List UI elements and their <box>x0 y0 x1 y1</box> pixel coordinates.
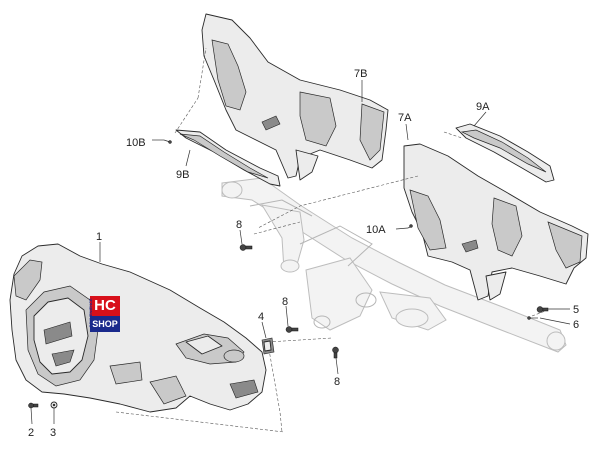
hc-shop-logo: HC SHOP CONVENIENCE <box>86 296 120 332</box>
leader-lines <box>30 80 571 425</box>
screw-8-upper <box>239 244 253 251</box>
callout-labels: 1 2 3 4 5 6 7A 7B 8 8 8 9A 9B 10A 10B <box>28 68 579 439</box>
handlebar-cover-1 <box>9 243 267 413</box>
callout-7a: 7A <box>398 112 412 124</box>
rear-cover-7b <box>201 13 389 181</box>
handlebar-frame-ghost <box>221 177 567 353</box>
trim-strip-9b <box>175 129 281 187</box>
callout-5: 5 <box>573 304 579 316</box>
washer-3 <box>50 401 58 409</box>
callout-8-lower: 8 <box>334 376 340 388</box>
trim-strip-9a <box>455 123 555 183</box>
callout-8-upper: 8 <box>236 219 242 231</box>
callout-6: 6 <box>573 319 579 331</box>
logo-hc-text: HC <box>90 296 120 316</box>
logo-side-text: CONVENIENCE <box>88 298 93 328</box>
callout-9a: 9A <box>476 101 490 113</box>
clip-nut-4 <box>261 337 275 355</box>
hardware <box>28 139 549 409</box>
callout-2: 2 <box>28 427 34 439</box>
pin-6 <box>527 316 538 320</box>
callout-8-middle: 8 <box>282 296 288 308</box>
rear-cover-7a <box>403 143 589 301</box>
callout-10a: 10A <box>366 224 386 236</box>
callout-3: 3 <box>50 427 56 439</box>
screw-8-lower <box>332 346 339 359</box>
screw-2 <box>28 402 39 409</box>
screw-5 <box>536 306 549 313</box>
callout-9b: 9B <box>176 169 189 181</box>
screw-10b <box>163 139 172 144</box>
logo-shop-text: SHOP <box>92 319 118 329</box>
screw-10a <box>407 224 413 229</box>
callout-1: 1 <box>96 231 102 243</box>
callout-4: 4 <box>258 311 264 323</box>
screw-8-middle <box>285 326 299 333</box>
callout-7b: 7B <box>354 68 367 80</box>
callout-10b: 10B <box>126 137 146 149</box>
assembly-dashed-lines <box>115 47 549 433</box>
